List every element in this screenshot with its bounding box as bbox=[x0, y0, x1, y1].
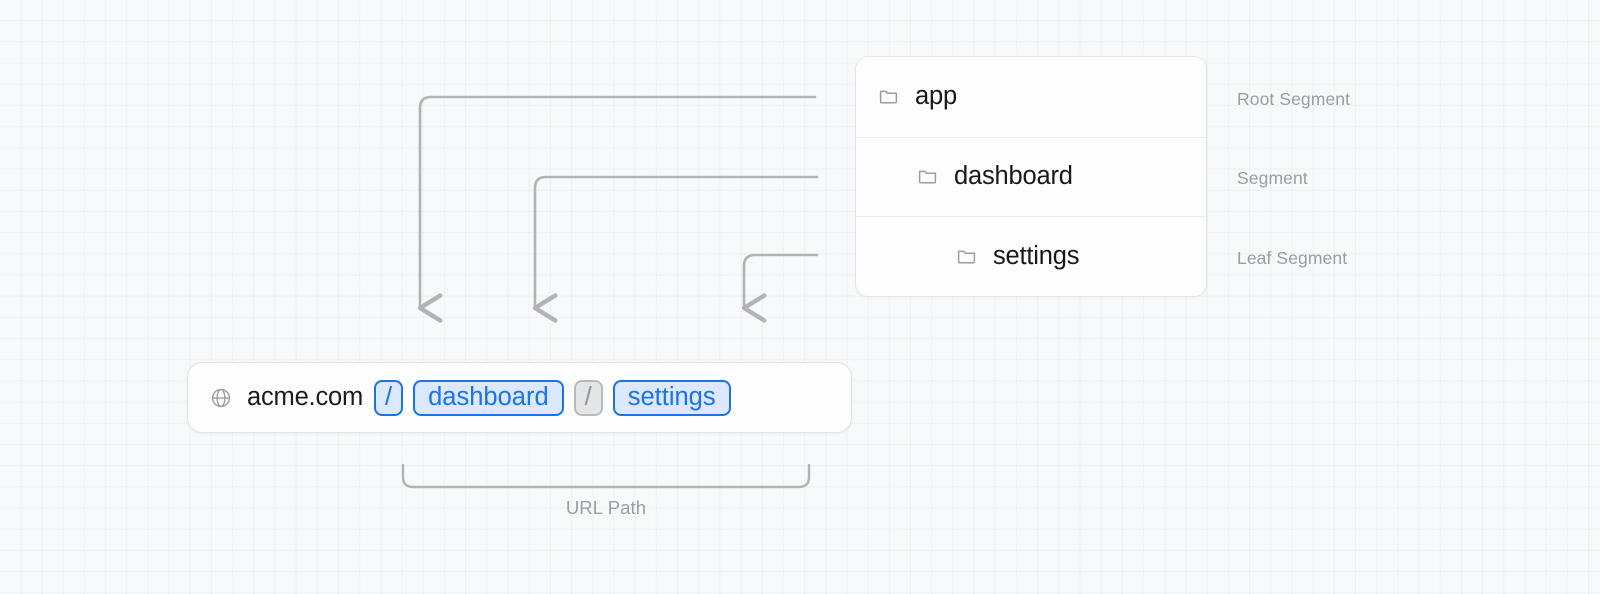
folder-icon bbox=[879, 90, 898, 104]
url-host: acme.com bbox=[247, 382, 364, 411]
arrow-settings-to-segment bbox=[741, 253, 819, 323]
segment-note-root: Root Segment bbox=[1237, 89, 1351, 109]
folder-icon bbox=[957, 250, 976, 264]
arrow-dashboard-to-segment bbox=[532, 175, 819, 323]
tree-row-label: settings bbox=[993, 241, 1080, 270]
url-segment-settings[interactable]: settings bbox=[612, 379, 731, 416]
tree-row-label: app bbox=[915, 82, 957, 110]
tree-row[interactable]: dashboard bbox=[856, 136, 1206, 216]
url-separator-1[interactable]: / bbox=[374, 379, 404, 416]
folder-tree-card: app dashboard settings bbox=[855, 56, 1207, 297]
segment-note-leaf: Leaf Segment bbox=[1237, 248, 1348, 268]
url-path-brace-shape bbox=[401, 463, 811, 489]
url-separator-2[interactable]: / bbox=[573, 379, 603, 416]
arrow-app-to-slash bbox=[417, 95, 817, 323]
url-path-brace bbox=[400, 462, 812, 490]
tree-row-label: dashboard bbox=[954, 162, 1073, 190]
url-path-caption: URL Path bbox=[565, 497, 647, 518]
tree-row[interactable]: settings bbox=[856, 216, 1206, 296]
url-segment-dashboard[interactable]: dashboard bbox=[413, 379, 564, 416]
url-bar[interactable]: acme.com / dashboard / settings bbox=[187, 362, 852, 433]
folder-icon bbox=[918, 170, 937, 184]
segment-note-middle: Segment bbox=[1237, 168, 1308, 188]
tree-row[interactable]: app bbox=[856, 57, 1206, 137]
globe-icon bbox=[211, 388, 231, 407]
